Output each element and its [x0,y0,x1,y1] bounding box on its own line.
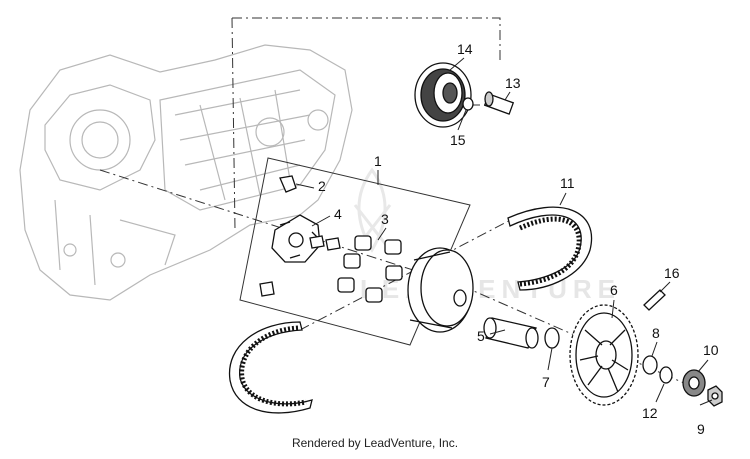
callout-1: 1 [374,153,382,169]
callout-11: 11 [560,175,575,191]
callout-14: 14 [457,41,473,57]
drive-belt-lower [228,321,313,414]
crankcase-outline [19,44,353,301]
slider-piece [309,235,325,249]
variator-pulley [407,247,474,333]
washer-8 [642,355,658,375]
washer-12 [659,366,673,384]
tensioner-pulley [414,62,472,128]
callout-10: 10 [703,342,719,358]
drive-belt-upper [507,206,593,291]
pulley-pin-bolt [483,91,515,115]
callout-2: 2 [318,178,326,194]
callout-4: 4 [334,206,342,222]
callout-16: 16 [664,265,680,281]
bushing [483,317,539,349]
callout-9: 9 [697,421,705,437]
callout-8: 8 [652,325,660,341]
footer-credit: Rendered by LeadVenture, Inc. [291,436,459,450]
axis-lines [99,17,701,391]
slider-clip [279,175,297,193]
ramp-plate [271,214,321,263]
slider-piece [325,237,341,251]
washer-7 [544,327,560,349]
pulley-washer [462,97,474,111]
pin-16 [643,289,666,311]
watermark: LEADVENTURE [353,167,621,304]
callout-12: 12 [642,405,658,421]
callout-5: 5 [477,328,485,344]
variator-group-box [239,157,471,346]
watermark-text: LEADVENTURE [360,274,621,304]
leader-lines [295,57,713,406]
ratchet-nut [682,369,706,397]
hex-nut [707,385,723,407]
callout-6: 6 [610,282,618,298]
fan-pulley [569,304,639,406]
slider-piece [259,281,275,297]
callouts: 1 2 3 4 5 6 7 8 9 10 11 12 13 14 15 16 [318,41,719,437]
callout-7: 7 [542,374,550,390]
rollers [337,235,403,303]
callout-3: 3 [381,211,389,227]
callout-13: 13 [505,75,521,91]
callout-15: 15 [450,132,466,148]
